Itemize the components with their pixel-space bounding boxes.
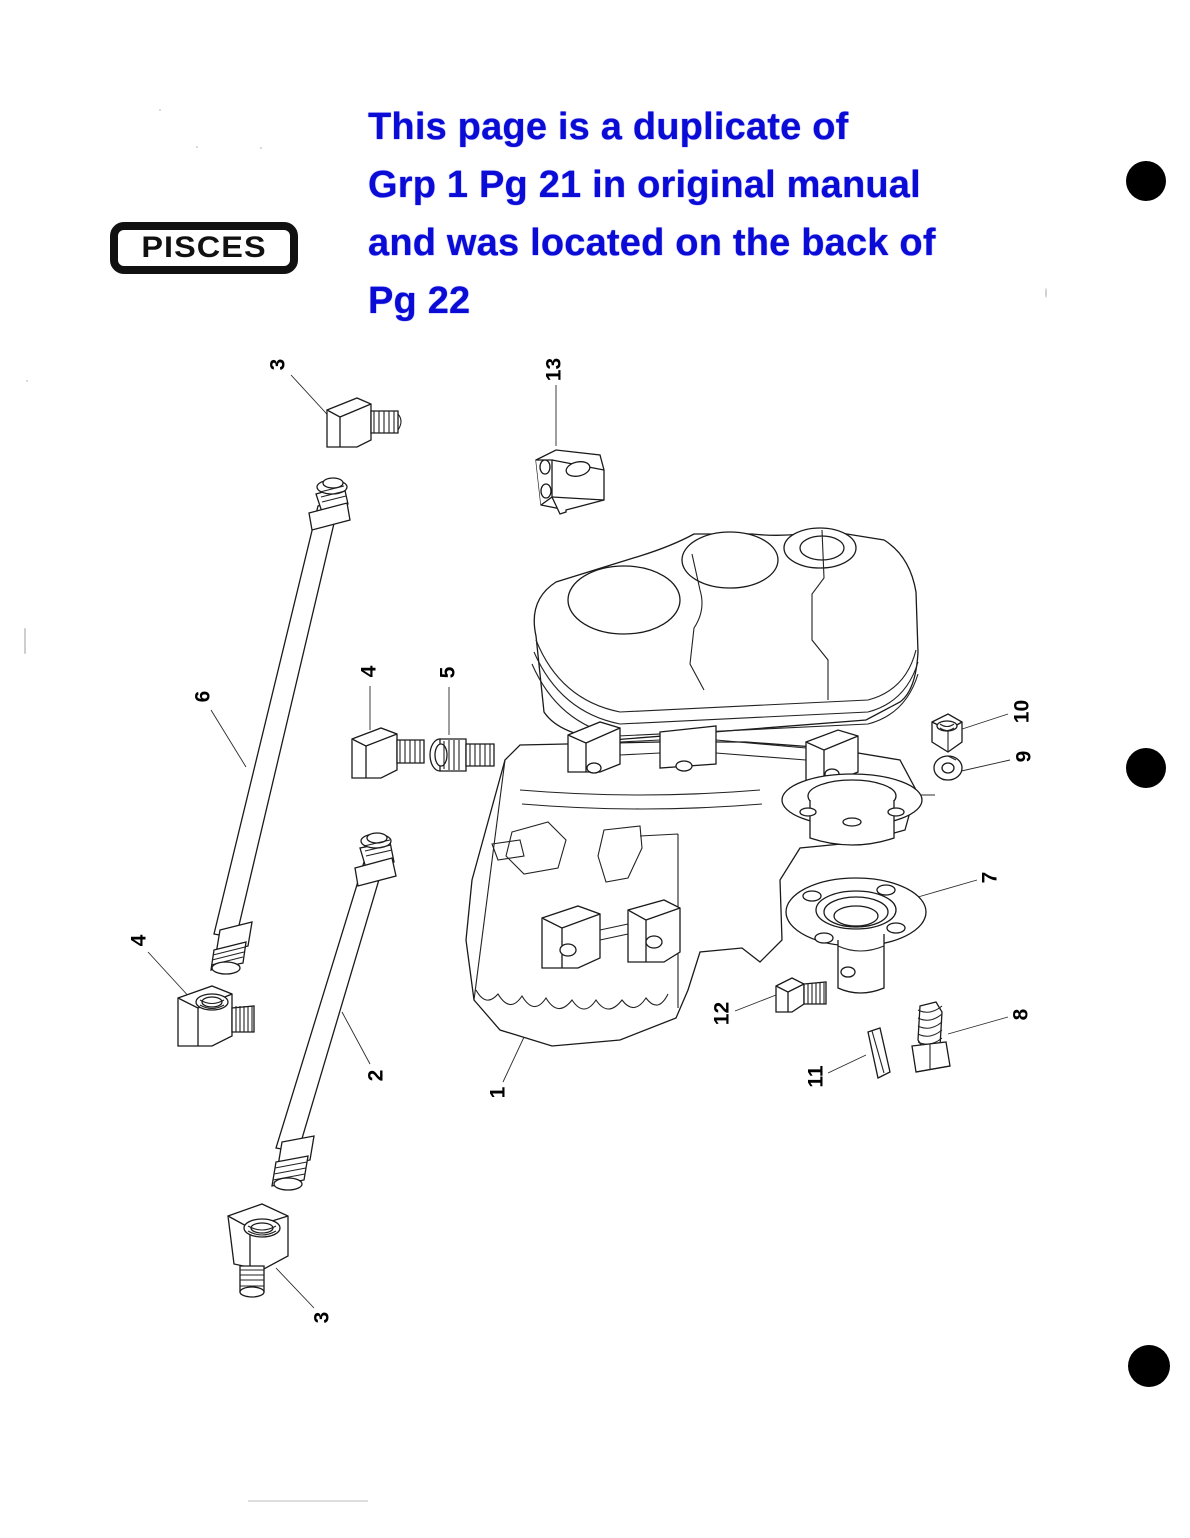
part-4-elbow-fitting-lower [177,985,255,1047]
punch-hole-mark [1128,1345,1170,1387]
part-3-elbow-fitting-top [326,397,402,448]
part-3-elbow-fitting-bottom [227,1203,289,1298]
scan-speckle [24,628,26,654]
part-2-long-tube [271,832,397,1191]
callout-number-8: 8 [1009,1008,1033,1021]
part-11-key [867,1027,891,1079]
scan-speckle [260,147,262,149]
part-9-lock-washer [933,755,963,781]
part-7-bearing-flange [785,877,927,994]
housing-bosses-upper [567,721,859,781]
callout-number-3: 3 [310,1311,334,1324]
callout-number-12: 12 [710,1001,734,1026]
page-annotation-note: This page is a duplicate of Grp 1 Pg 21 … [368,106,936,322]
part-13-bracket [535,449,605,515]
logo-text: PISCES [141,231,267,264]
callout-number-4: 4 [357,665,381,678]
punch-hole-mark [1126,748,1166,788]
part-8-stud [911,1001,951,1073]
scan-speckle [196,146,198,148]
housing-bosses-lower [541,899,681,969]
part-1-pump-housing [465,527,919,1047]
punch-hole-mark [1126,161,1166,201]
callout-number-13: 13 [542,357,566,382]
mounted-bearing-flange [781,773,923,846]
scan-speckle [26,380,28,382]
callout-number-3: 3 [266,358,290,371]
part-4-elbow-fitting-middle [351,727,425,779]
part-5-adapter-nipple [429,738,495,772]
callout-number-10: 10 [1010,699,1034,724]
callout-number-6: 6 [191,690,215,703]
scan-speckle [248,1500,368,1502]
callout-number-1: 1 [486,1086,510,1099]
callout-number-2: 2 [364,1069,388,1082]
logo-frame [110,222,298,274]
callout-number-5: 5 [436,666,460,679]
callout-number-11: 11 [804,1065,828,1088]
callout-number-4: 4 [127,934,151,947]
scan-speckle [1045,288,1047,298]
callout-number-9: 9 [1012,750,1036,763]
pisces-logo: PISCES [110,222,298,274]
part-10-nut [931,713,963,753]
part-12-bolt [775,977,827,1013]
callout-number-7: 7 [978,871,1002,884]
scan-speckle [159,109,161,111]
part-6-long-tube [210,477,351,975]
